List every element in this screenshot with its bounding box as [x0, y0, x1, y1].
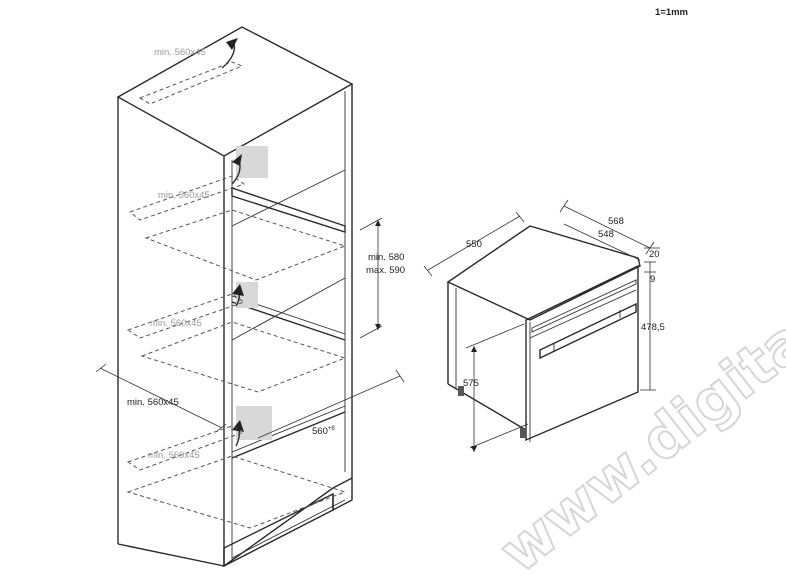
oven-front-thickness-label: 20	[649, 249, 660, 260]
oven-depth-total-label: 568	[608, 216, 624, 227]
niche-height-min-label: min. 580	[368, 252, 404, 263]
oven-width-label: 550	[466, 239, 482, 250]
watermark: www.digitalko.hu	[486, 180, 786, 587]
vent-top-label: min. 560x45	[154, 47, 206, 58]
vent-slot-top	[236, 146, 268, 178]
niche-height-max-label: max. 590	[366, 265, 405, 276]
vent-slot-lower	[236, 406, 272, 440]
scale-note: 1=1mm	[655, 7, 688, 18]
oven-dimensions	[423, 199, 660, 452]
shelf-lower	[231, 411, 346, 459]
watermark-text: www.digitalko.hu	[487, 181, 786, 586]
vent-lower-label: min. 560x45	[148, 450, 200, 461]
vent-upper-label: min. 560x45	[158, 190, 210, 201]
control-panel-strip	[531, 279, 637, 333]
oven-door-height-label: 478,5	[641, 322, 665, 333]
oven	[446, 225, 641, 442]
oven-gap-label: 9	[650, 274, 655, 285]
oven-depth-body-label: 548	[598, 229, 614, 240]
vent-middle-label: min. 560x45	[150, 318, 202, 329]
base-depth-label: min. 560x45	[127, 397, 179, 408]
oven-handle	[539, 302, 637, 360]
niche-width-label: 560+8	[312, 426, 335, 437]
oven-top	[446, 225, 641, 321]
tall-cabinet	[116, 26, 354, 568]
oven-height-label: 575	[463, 378, 479, 389]
vent-outlines	[126, 61, 347, 529]
shelf-upper	[231, 187, 346, 233]
cabinet-dimensions	[95, 217, 405, 439]
shelf-middle	[231, 301, 346, 341]
oven-front	[525, 264, 639, 442]
